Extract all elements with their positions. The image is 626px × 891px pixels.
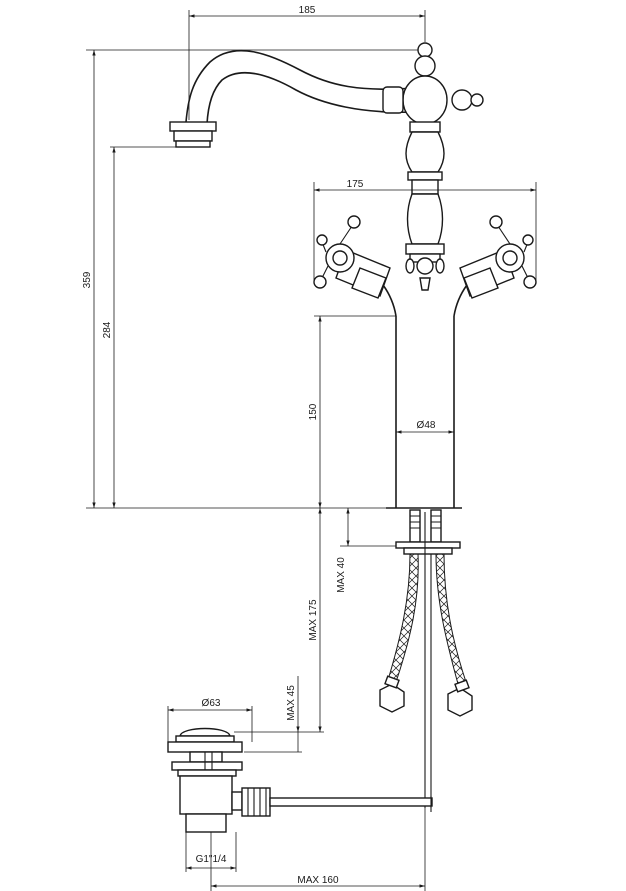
column-ring-2 <box>407 171 443 181</box>
dimension-lines: 185 175 359 284 150 Ø48 MAX 40 MAX 175 <box>82 5 537 891</box>
dim-total-height: 359 <box>82 271 93 288</box>
left-cross-knob-bottom <box>313 275 327 289</box>
left-cross-knob-top <box>347 215 361 229</box>
mixer-body <box>359 257 491 509</box>
dim-handle-span: 175 <box>347 179 364 190</box>
aerator-ring-top <box>169 121 217 132</box>
fixing-plate <box>395 541 461 549</box>
mounting-hardware <box>395 509 461 808</box>
right-stud <box>430 509 442 543</box>
center-cap <box>416 257 434 275</box>
column-upper-body <box>405 131 445 173</box>
drain-rod <box>269 797 433 807</box>
drain-body <box>179 775 233 815</box>
left-hose-nut <box>379 683 405 713</box>
drain-lock-nut <box>171 761 243 771</box>
dim-max-40: MAX 40 <box>336 557 347 593</box>
fixing-nut <box>403 547 453 555</box>
spout <box>169 49 415 148</box>
dim-max-175: MAX 175 <box>308 599 319 641</box>
center-pin <box>419 277 431 291</box>
flexible-hoses <box>379 553 473 717</box>
drain-cap-rim <box>175 735 235 743</box>
central-column <box>382 42 484 263</box>
dim-spout-reach: 185 <box>299 5 316 16</box>
spout-collar <box>382 86 404 114</box>
side-knob <box>470 93 484 107</box>
left-handle <box>313 215 391 299</box>
dim-body-height: 150 <box>308 403 319 420</box>
aerator-ring <box>173 130 213 142</box>
drain-flange <box>167 741 243 753</box>
side-ball <box>451 89 473 111</box>
column-ring-1 <box>409 121 441 133</box>
column-base-ring <box>405 243 445 255</box>
drain-thread <box>185 813 227 833</box>
right-hose-nut <box>447 687 473 717</box>
dim-max-45: MAX 45 <box>286 685 297 721</box>
top-knob <box>417 42 433 58</box>
right-handle <box>459 215 537 299</box>
right-cross-knob-bottom <box>523 275 537 289</box>
drain-cap <box>179 727 231 737</box>
aerator-tip <box>175 140 211 148</box>
dim-spout-height: 284 <box>102 321 113 338</box>
pop-up-drain <box>167 727 433 833</box>
right-cross-knob-top <box>489 215 503 229</box>
column-bulb <box>402 75 448 125</box>
column-ring-3 <box>411 179 439 195</box>
dim-max-160: MAX 160 <box>297 875 339 886</box>
left-stud <box>409 509 421 543</box>
dim-body-diameter: Ø48 <box>417 420 436 431</box>
dim-drain-diameter: Ø63 <box>202 698 221 709</box>
column-lower-body <box>406 193 444 245</box>
top-ball <box>414 55 436 77</box>
